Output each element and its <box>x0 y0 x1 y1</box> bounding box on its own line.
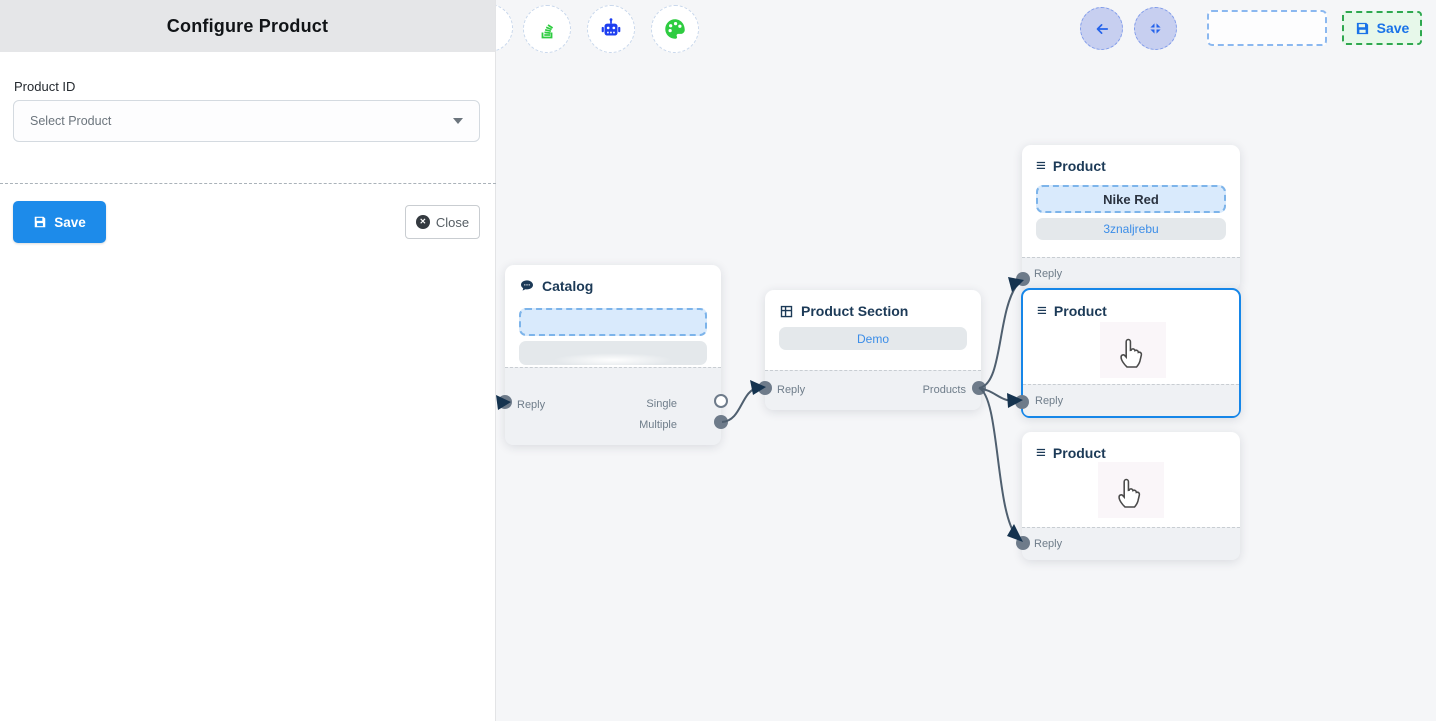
menu-icon: ≡ <box>1036 443 1046 462</box>
product-section-reply-label: Reply <box>777 384 806 396</box>
flow-canvas[interactable]: Save Catalog Reply Single Multiple <box>496 0 1436 721</box>
product-id-label: Product ID <box>14 79 76 94</box>
catalog-blank-row[interactable] <box>519 341 707 365</box>
product-bottom-reply-handle[interactable] <box>1016 536 1030 550</box>
product-id-select[interactable]: Select Product <box>13 100 480 142</box>
save-button-label: Save <box>54 214 86 230</box>
panel-header: Configure Product <box>0 0 495 52</box>
product-bottom-title: Product <box>1052 445 1106 461</box>
theme-tool-button[interactable] <box>651 5 699 53</box>
product-top-header: ≡ Product <box>1022 145 1240 174</box>
product-middle-title: Product <box>1053 303 1107 319</box>
menu-icon: ≡ <box>1037 301 1047 320</box>
catalog-node[interactable]: Catalog Reply Single Multiple <box>498 265 728 445</box>
product-top-footer: Reply <box>1022 257 1240 290</box>
product-bottom-header: ≡ Product <box>1022 432 1240 461</box>
catalog-single-label: Single <box>646 398 677 410</box>
hidden-tool-button[interactable] <box>496 4 513 52</box>
select-placeholder: Select Product <box>30 114 112 128</box>
catalog-single-handle[interactable] <box>714 394 728 408</box>
products-label: Products <box>922 384 966 396</box>
palette-icon <box>665 19 685 39</box>
product-middle-reply-label: Reply <box>1035 395 1064 407</box>
grid-icon <box>780 305 793 317</box>
fit-view-button[interactable] <box>1134 7 1177 50</box>
canvas-save-label: Save <box>1376 20 1410 36</box>
save-button[interactable]: Save <box>13 201 106 243</box>
cursor-highlight <box>1098 462 1164 518</box>
product-section-title: Product Section <box>801 303 909 319</box>
floppy-icon <box>1356 22 1368 34</box>
product-top-title: Product <box>1052 158 1106 174</box>
floppy-icon <box>34 216 46 228</box>
bot-tool-button[interactable] <box>587 5 635 53</box>
catalog-multiple-handle[interactable] <box>714 415 728 429</box>
stack-tool-button[interactable] <box>523 5 571 53</box>
product-section-node[interactable]: Product Section Demo Reply Products <box>758 290 986 410</box>
redaction-smudge <box>553 353 673 365</box>
compress-icon <box>1150 23 1161 34</box>
product-top-reply-handle[interactable] <box>1016 272 1030 286</box>
catalog-node-title: Catalog <box>542 278 594 294</box>
stack-icon <box>541 24 554 39</box>
product-middle-footer: Reply <box>1023 384 1239 416</box>
close-button[interactable]: ✕ Close <box>405 205 480 239</box>
hand-cursor-icon <box>1118 478 1141 508</box>
configure-product-panel: Configure Product Product ID Select Prod… <box>0 0 496 721</box>
catalog-reply-label: Reply <box>517 399 546 411</box>
product-node-bottom[interactable]: ≡ Product Reply <box>1016 432 1240 560</box>
product-bottom-reply-label: Reply <box>1034 538 1063 550</box>
close-button-label: Close <box>435 214 470 230</box>
catalog-reply-handle[interactable] <box>498 395 512 409</box>
hand-cursor-icon <box>1120 338 1143 368</box>
menu-icon: ≡ <box>1036 156 1046 175</box>
demo-chip-label: Demo <box>856 331 889 346</box>
catalog-node-header: Catalog <box>505 265 721 294</box>
product-top-secondary-item[interactable]: 3znaljrebu <box>1036 218 1226 240</box>
product-section-reply-handle[interactable] <box>758 381 772 395</box>
catalog-multiple-label: Multiple <box>639 419 677 431</box>
speech-bubble-icon <box>521 280 533 291</box>
product-top-primary-item[interactable]: Nike Red <box>1036 185 1226 213</box>
product-node-middle[interactable]: ≡ Product Reply <box>1015 288 1241 418</box>
chevron-down-icon <box>453 118 463 124</box>
canvas-save-button[interactable]: Save <box>1342 11 1422 45</box>
product-section-demo-chip[interactable]: Demo <box>779 327 967 350</box>
product-node-top[interactable]: ≡ Product Nike Red 3znaljrebu Reply <box>1016 145 1240 290</box>
secondary-item-label: 3znaljrebu <box>1103 222 1159 236</box>
catalog-node-footer: Reply Single Multiple <box>505 367 721 445</box>
product-top-reply-label: Reply <box>1034 268 1063 280</box>
primary-item-label: Nike Red <box>1103 191 1159 207</box>
close-icon: ✕ <box>415 215 430 229</box>
arrow-left-icon <box>1096 23 1108 34</box>
robot-icon <box>601 18 621 36</box>
cursor-highlight <box>1100 322 1166 378</box>
panel-title: Configure Product <box>166 15 329 36</box>
empty-dashed-button[interactable] <box>1207 10 1327 46</box>
catalog-blank-field[interactable] <box>519 308 707 336</box>
product-middle-header: ≡ Product <box>1023 290 1239 319</box>
product-section-header: Product Section <box>765 290 981 319</box>
product-section-footer: Reply Products <box>765 370 981 410</box>
product-bottom-footer: Reply <box>1022 527 1240 560</box>
products-handle[interactable] <box>972 381 986 395</box>
divider <box>0 183 496 184</box>
back-button[interactable] <box>1080 7 1123 50</box>
product-middle-reply-handle[interactable] <box>1015 395 1029 409</box>
